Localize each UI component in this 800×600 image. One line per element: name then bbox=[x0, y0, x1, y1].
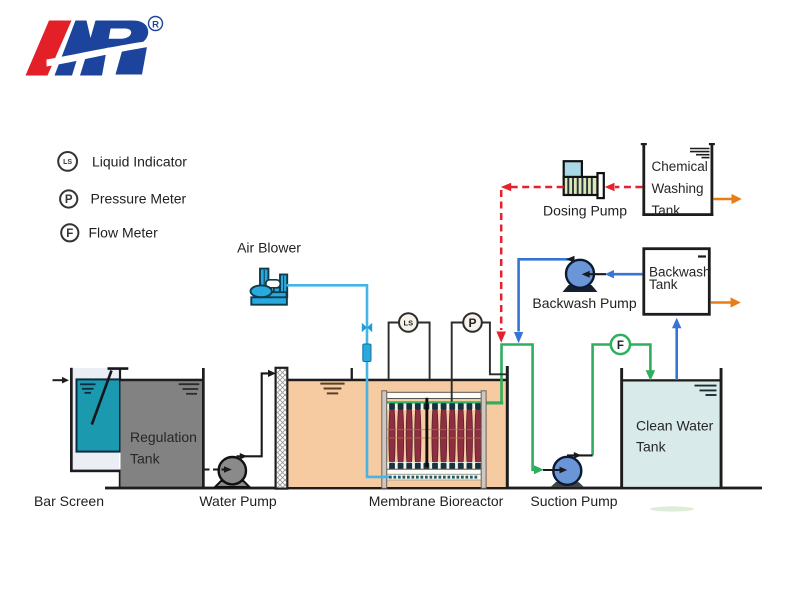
svg-text:Membrane Bioreactor: Membrane Bioreactor bbox=[369, 493, 504, 509]
svg-text:P: P bbox=[65, 194, 73, 206]
svg-text:Washing: Washing bbox=[652, 181, 704, 196]
svg-text:Pressure Meter: Pressure Meter bbox=[91, 191, 187, 207]
svg-text:R: R bbox=[152, 19, 159, 30]
svg-text:Suction Pump: Suction Pump bbox=[530, 493, 617, 509]
svg-text:LS: LS bbox=[63, 159, 72, 166]
svg-text:Chemical: Chemical bbox=[652, 159, 708, 174]
svg-text:Tank: Tank bbox=[636, 439, 667, 455]
svg-text:Clean Water: Clean Water bbox=[636, 417, 714, 433]
svg-text:Liquid Indicator: Liquid Indicator bbox=[92, 153, 187, 169]
svg-text:P: P bbox=[468, 316, 476, 330]
svg-text:F: F bbox=[66, 228, 73, 240]
svg-text:Tank: Tank bbox=[652, 203, 681, 218]
svg-text:Regulation: Regulation bbox=[130, 429, 197, 445]
svg-text:Dosing Pump: Dosing Pump bbox=[543, 203, 627, 219]
svg-text:Tank: Tank bbox=[130, 451, 161, 467]
svg-text:Tank: Tank bbox=[649, 277, 678, 292]
svg-text:Bar Screen: Bar Screen bbox=[34, 493, 104, 509]
svg-text:Backwash Pump: Backwash Pump bbox=[532, 295, 636, 311]
svg-text:LS: LS bbox=[404, 318, 414, 327]
svg-text:F: F bbox=[617, 340, 624, 352]
svg-text:Air Blower: Air Blower bbox=[237, 240, 301, 256]
svg-text:Water Pump: Water Pump bbox=[199, 493, 276, 509]
svg-text:Backwash: Backwash bbox=[649, 265, 711, 280]
svg-text:Flow Meter: Flow Meter bbox=[89, 224, 159, 240]
